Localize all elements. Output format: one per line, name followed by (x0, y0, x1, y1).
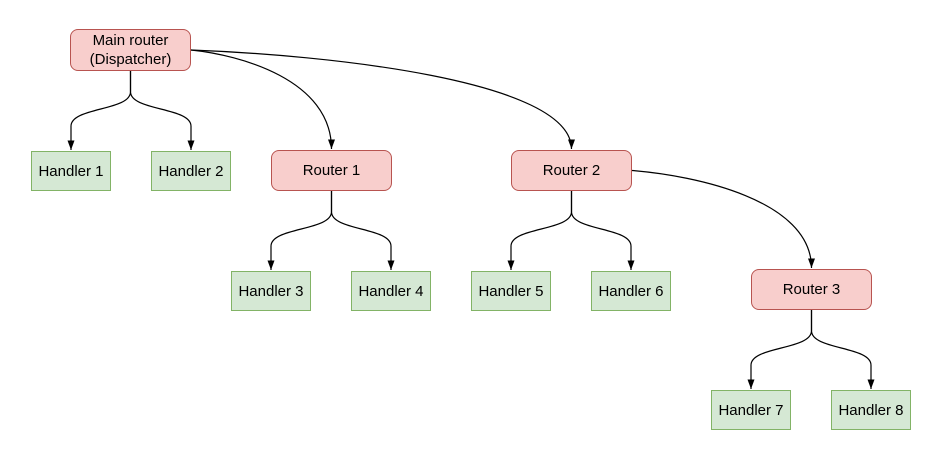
node-handler-6: Handler 6 (591, 271, 671, 311)
edge-main-router-to-router-1 (190, 49, 335, 150)
node-main-router: Main router (Dispatcher) (70, 29, 191, 71)
edge-main-router-to-handler-2 (129, 71, 195, 150)
edge-main-router-to-handler-1 (67, 71, 132, 150)
node-label: Handler 2 (158, 162, 224, 180)
node-handler-3: Handler 3 (231, 271, 311, 311)
node-handler-8: Handler 8 (831, 390, 911, 430)
node-handler-5: Handler 5 (471, 271, 551, 311)
node-router-1: Router 1 (271, 150, 392, 191)
node-label: Router 2 (542, 162, 601, 179)
node-label: Handler 1 (38, 162, 104, 180)
node-label: Handler 6 (598, 282, 664, 300)
node-label: Handler 4 (358, 282, 424, 300)
node-label: Handler 5 (478, 282, 544, 300)
node-label: Main router (Dispatcher) (89, 32, 172, 68)
edge-router-3-to-handler-8 (810, 310, 875, 389)
node-router-3: Router 3 (751, 269, 872, 310)
node-label: Handler 3 (238, 282, 304, 300)
node-handler-2: Handler 2 (151, 151, 231, 191)
node-router-2: Router 2 (511, 150, 632, 191)
edge-router-1-to-handler-3 (267, 191, 333, 270)
edge-router-2-to-handler-5 (507, 191, 573, 270)
node-label: Router 3 (782, 281, 841, 298)
node-handler-1: Handler 1 (31, 151, 111, 191)
node-label: Router 1 (302, 162, 361, 179)
node-label: Handler 8 (838, 401, 904, 419)
edge-router-3-to-handler-7 (747, 310, 813, 389)
node-label: Handler 7 (718, 401, 784, 419)
edge-router-2-to-handler-6 (570, 191, 635, 270)
node-handler-7: Handler 7 (711, 390, 791, 430)
edge-main-router-to-router-2 (190, 49, 575, 150)
edge-router-1-to-handler-4 (330, 191, 395, 270)
edge-router-2-to-router-3 (631, 169, 815, 269)
node-handler-4: Handler 4 (351, 271, 431, 311)
